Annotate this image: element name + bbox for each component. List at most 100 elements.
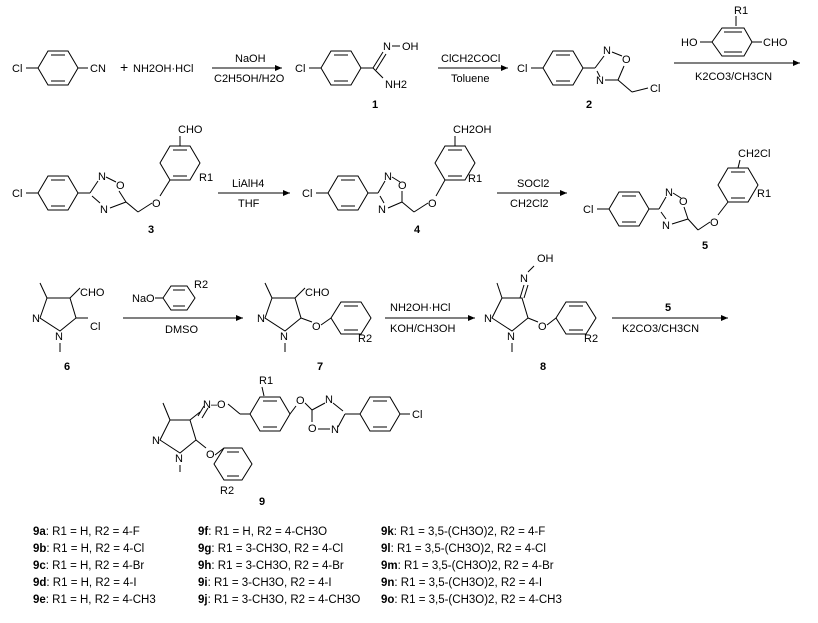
compound-desc: : R1 = 3-CH3O, R2 = 4-CH3O <box>207 594 361 606</box>
compound-legend-col-2: 9f: R1 = H, R2 = 4-CH3O 9g: R1 = 3-CH3O,… <box>198 524 360 609</box>
compound-desc: : R1 = H, R2 = 4-F <box>45 526 140 538</box>
c1-n-label: N <box>383 41 391 53</box>
compound-desc: : R1 = 3,5-(CH3O)2, R2 = 4-Br <box>397 560 554 572</box>
cond-2-bottom: Toluene <box>451 73 490 85</box>
c9-o3-label: O <box>308 423 317 435</box>
legend-row: 9n: R1 = 3,5-(CH3O)2, R2 = 4-I <box>381 575 562 592</box>
c9-cl-label: Cl <box>412 409 422 421</box>
c4-o1-label: O <box>398 180 407 192</box>
compound-id: 9o <box>381 594 395 606</box>
compound-desc: : R1 = 3,5-(CH3O)2, R2 = 4-F <box>393 526 546 538</box>
compound-desc: : R1 = 3-CH3O, R2 = 4-I <box>207 577 332 589</box>
cond-1-top: NaOH <box>235 53 266 65</box>
reagent-hydroxybenzaldehyde: R1 HO CHO <box>681 5 788 57</box>
compound-desc: : R1 = 3,5-(CH3O)2, R2 = 4-CH3 <box>394 594 562 606</box>
compound-id: 9g <box>198 543 212 555</box>
legend-row: 9k: R1 = 3,5-(CH3O)2, R2 = 4-F <box>381 524 562 541</box>
c2-o-label: O <box>622 54 631 66</box>
c7-n2-label: N <box>280 331 288 343</box>
c2-cl-label: Cl <box>517 63 527 75</box>
c2-n2-label: N <box>596 75 604 87</box>
c7-r2-label: R2 <box>358 333 372 345</box>
compound-id: 9h <box>198 560 212 572</box>
c4-o2-label: O <box>428 198 437 210</box>
sm-cl-label: Cl <box>12 63 22 75</box>
c1-nh2-label: NH2 <box>385 79 407 91</box>
c5-ch2cl-label: CH2Cl <box>738 148 770 160</box>
legend-row: 9c: R1 = H, R2 = 4-Br <box>33 558 156 575</box>
c3-cl-label: Cl <box>12 188 22 200</box>
c3-number: 3 <box>148 224 154 236</box>
legend-row: 9e: R1 = H, R2 = 4-CH3 <box>33 592 156 609</box>
c1-cl-label: Cl <box>295 63 305 75</box>
starting-nitrile: Cl CN <box>12 50 106 86</box>
c6-cl-label: Cl <box>90 321 100 333</box>
cond-8-top: 5 <box>665 302 671 314</box>
c8-n2-label: N <box>507 331 515 343</box>
c2-n1-label: N <box>603 45 611 57</box>
c3-o2-label: O <box>152 198 161 210</box>
compound-id: 9d <box>33 577 47 589</box>
c6-cho-label: CHO <box>80 287 105 299</box>
c5-number: 5 <box>702 240 708 252</box>
c4-n2-label: N <box>378 204 386 216</box>
reagent-sodium-phenoxide: NaO R2 <box>132 279 208 311</box>
compound-id: 9m <box>381 560 398 572</box>
c1-oh-label: OH <box>402 41 419 53</box>
c7-n1-label: N <box>257 313 265 325</box>
plus-sign: + <box>120 59 128 75</box>
legend-row: 9o: R1 = 3,5-(CH3O)2, R2 = 4-CH3 <box>381 592 562 609</box>
c7-number: 7 <box>317 361 323 373</box>
compound-id: 9b <box>33 543 47 555</box>
compound-6: CHO Cl N N 6 <box>32 282 105 373</box>
compound-id: 9j <box>198 594 208 606</box>
c8-oh-label: OH <box>537 253 554 265</box>
cond-3-bottom: K2CO3/CH3CN <box>695 71 772 83</box>
c8-n-label: N <box>520 273 528 285</box>
naO-label: NaO <box>132 293 155 305</box>
legend-row: 9h: R1 = 3-CH3O, R2 = 4-Br <box>198 558 360 575</box>
naO-r2-label: R2 <box>194 279 208 291</box>
c9-n3-label: N <box>325 394 333 406</box>
reagent-ho-label: HO <box>681 37 698 49</box>
cond-4-top: LiAlH4 <box>232 178 264 190</box>
compound-desc: : R1 = 3-CH3O, R2 = 4-Cl <box>211 543 344 555</box>
cond-5-bottom: CH2Cl2 <box>510 198 549 210</box>
compound-2: Cl N O N Cl 2 <box>517 45 660 111</box>
cond-7-top: NH2OH·HCl <box>390 302 451 314</box>
c2-number: 2 <box>586 99 592 111</box>
compound-id: 9c <box>33 560 46 572</box>
c5-o2-label: O <box>710 217 719 229</box>
c4-r1-label: R1 <box>468 173 482 185</box>
cond-1-bottom: C2H5OH/H2O <box>214 73 285 85</box>
c7-cho-label: CHO <box>305 287 330 299</box>
compound-legend-col-3: 9k: R1 = 3,5-(CH3O)2, R2 = 4-F 9l: R1 = … <box>381 524 562 609</box>
c9-n1-label: N <box>152 435 160 447</box>
c1-number: 1 <box>372 99 378 111</box>
sm-cn-label: CN <box>90 63 106 75</box>
compound-4: CH2OH R1 O Cl N O N 4 <box>302 124 492 236</box>
legend-row: 9l: R1 = 3,5-(CH3O)2, R2 = 4-Cl <box>381 541 562 558</box>
compound-3: CHO R1 O Cl N O N 3 <box>12 124 213 236</box>
legend-row: 9m: R1 = 3,5-(CH3O)2, R2 = 4-Br <box>381 558 562 575</box>
c6-n2-label: N <box>55 331 63 343</box>
legend-row: 9d: R1 = H, R2 = 4-I <box>33 575 156 592</box>
compound-id: 9i <box>198 577 208 589</box>
c3-r1-label: R1 <box>199 172 213 184</box>
compound-desc: : R1 = 3,5-(CH3O)2, R2 = 4-Cl <box>390 543 546 555</box>
c9-o2-label: O <box>296 395 305 407</box>
legend-row: 9b: R1 = H, R2 = 4-Cl <box>33 541 156 558</box>
c3-o1-label: O <box>116 180 125 192</box>
compound-7: CHO N N O R2 7 <box>257 282 372 373</box>
compound-desc: : R1 = H, R2 = 4-Br <box>45 560 145 572</box>
cond-4-bottom: THF <box>238 198 260 210</box>
compound-desc: : R1 = H, R2 = 4-I <box>46 577 137 589</box>
c8-n1-label: N <box>484 313 492 325</box>
compound-id: 9k <box>381 526 394 538</box>
compound-id: 9l <box>381 543 391 555</box>
legend-row: 9f: R1 = H, R2 = 4-CH3O <box>198 524 360 541</box>
compound-desc: : R1 = H, R2 = 4-Cl <box>46 543 145 555</box>
c9-n-o-label: N–O <box>203 399 226 411</box>
c9-n2-label: N <box>175 453 183 465</box>
